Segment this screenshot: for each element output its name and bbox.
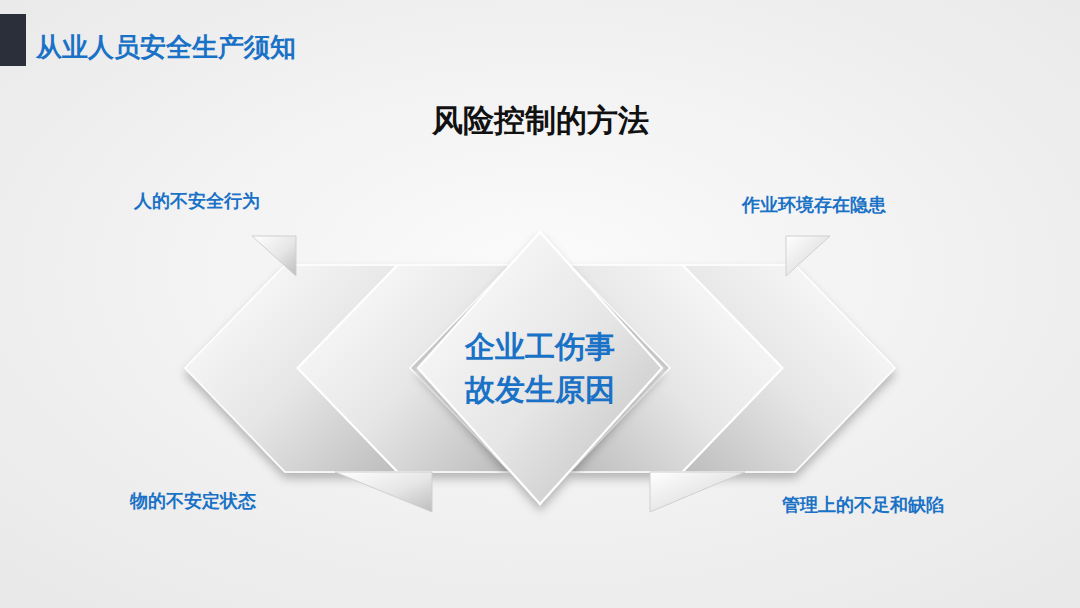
diamond-outline <box>418 232 662 504</box>
cause-diamond: 企业工伤事故发生原因 <box>418 232 662 504</box>
header-bar <box>0 14 26 66</box>
cause-label: 物的不安定状态 <box>130 489 256 513</box>
pointer-flag <box>335 472 432 512</box>
diamond-shape <box>418 232 662 504</box>
pointer-flag <box>252 236 296 276</box>
pointer-flag <box>650 472 745 512</box>
cause-label: 作业环境存在隐患 <box>742 193 886 217</box>
cause-label: 人的不安全行为 <box>134 189 260 213</box>
header-text: 从业人员安全生产须知 <box>36 30 296 65</box>
pointer-flag <box>786 236 830 276</box>
slide-title: 风险控制的方法 <box>0 100 1080 142</box>
cause-label: 管理上的不足和缺陷 <box>782 493 944 517</box>
node-text: 企业工伤事故发生原因 <box>464 325 616 412</box>
